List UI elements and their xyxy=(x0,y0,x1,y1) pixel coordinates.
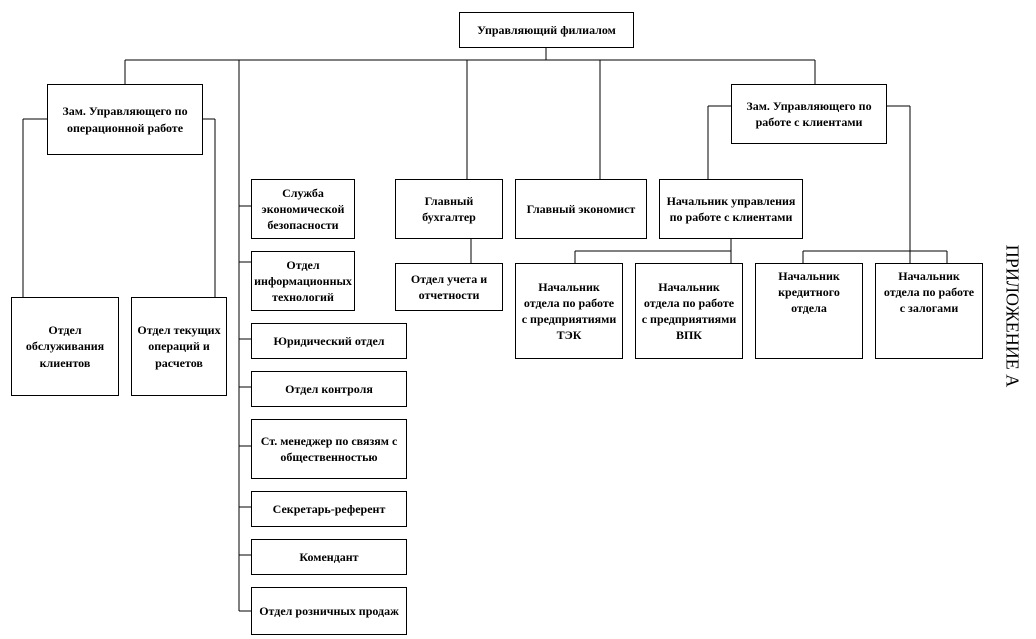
node-commandant: Комендант xyxy=(251,539,407,575)
node-retail-sales: Отдел розничных продаж xyxy=(251,587,407,635)
node-it-dept: Отдел информационных технологий xyxy=(251,251,355,311)
appendix-label: ПРИЛОЖЕНИЕ А xyxy=(1002,244,1023,388)
node-control: Отдел контроля xyxy=(251,371,407,407)
node-current-ops: Отдел текущих операций и расчетов xyxy=(131,297,227,396)
node-pr-manager: Ст. менеджер по связям с общественностью xyxy=(251,419,407,479)
node-legal: Юридический отдел xyxy=(251,323,407,359)
node-chief-accountant: Главный бухгалтер xyxy=(395,179,503,239)
node-econ-security: Служба экономической безопасности xyxy=(251,179,355,239)
node-chief-economist: Главный экономист xyxy=(515,179,647,239)
node-secretary: Секретарь-референт xyxy=(251,491,407,527)
node-credit-head: Начальник кредитного отдела xyxy=(755,263,863,359)
node-deputy-clients: Зам. Управляющего по работе с клиентами xyxy=(731,84,887,144)
node-deputy-ops: Зам. Управляющего по операционной работе xyxy=(47,84,203,155)
node-accounting: Отдел учета и отчетности xyxy=(395,263,503,311)
node-client-mgmt-head: Начальник управления по работе с клиента… xyxy=(659,179,803,239)
node-tek-head: Начальник отдела по работе с предприятия… xyxy=(515,263,623,359)
node-vpk-head: Начальник отдела по работе с предприятия… xyxy=(635,263,743,359)
node-ceo: Управляющий филиалом xyxy=(459,12,634,48)
node-client-service: Отдел обслуживания клиентов xyxy=(11,297,119,396)
node-pledge-head: Начальник отдела по работе с залогами xyxy=(875,263,983,359)
